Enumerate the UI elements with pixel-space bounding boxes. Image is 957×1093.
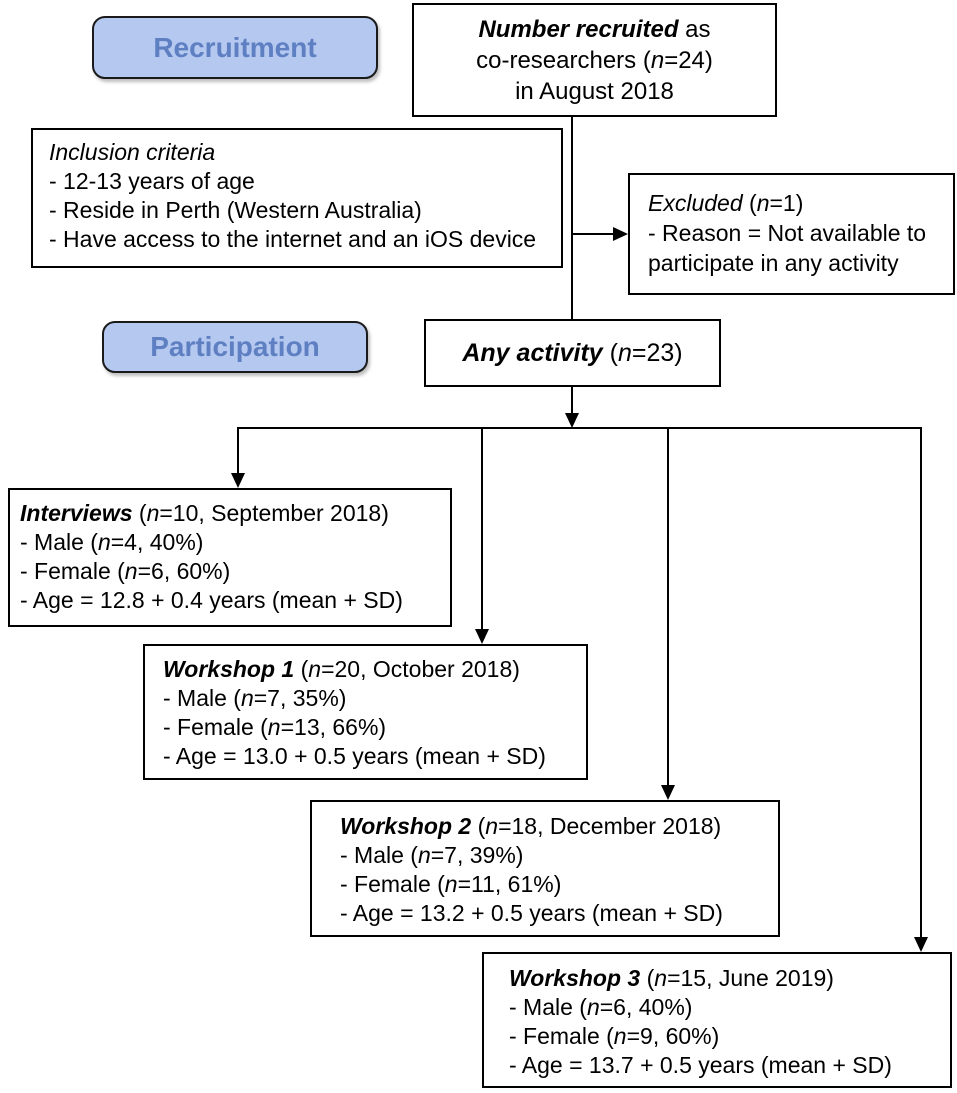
workshop-1-age: - Age = 13.0 + 0.5 years (mean + SD)	[163, 743, 546, 769]
number-recruited-line-1: Number recruited as	[478, 15, 711, 43]
inclusion-criteria-item-2: - Reside in Perth (Western Australia)	[49, 197, 422, 223]
number-recruited-line-3: in August 2018	[515, 77, 674, 105]
phase-pill-recruitment-label: Recruitment	[153, 31, 317, 63]
box-workshop-3: Workshop 3 (n=15, June 2019) - Male (n=6…	[482, 952, 952, 1088]
workshop-2-age: - Age = 13.2 + 0.5 years (mean + SD)	[340, 900, 723, 926]
box-inclusion-criteria: Inclusion criteria - 12-13 years of age …	[31, 128, 563, 268]
workshop-3-male: - Male (n=6, 40%)	[509, 994, 693, 1020]
branch-interviews	[237, 427, 239, 475]
workshop-3-title: Workshop 3 (n=15, June 2019)	[509, 965, 834, 991]
arrowhead-interviews-icon	[231, 473, 245, 488]
inclusion-criteria-item-1: - 12-13 years of age	[49, 168, 255, 194]
branch-workshop-3	[920, 427, 922, 939]
distribution-line	[237, 427, 922, 429]
workshop-3-female: - Female (n=9, 60%)	[509, 1023, 720, 1049]
arrowhead-workshop-3-icon	[914, 937, 928, 952]
workshop-3-age: - Age = 13.7 + 0.5 years (mean + SD)	[509, 1052, 892, 1078]
excluded-reason-line-2: participate in any activity	[648, 250, 899, 276]
excluded-title: Excluded (n=1)	[648, 190, 804, 216]
inclusion-criteria-item-3: - Have access to the internet and an iOS…	[49, 226, 537, 252]
box-number-recruited: Number recruited as co-researchers (n=24…	[412, 3, 777, 117]
phase-pill-participation-label: Participation	[150, 331, 320, 362]
any-activity-title: Any activity (n=23)	[462, 338, 683, 367]
phase-pill-participation: Participation	[102, 321, 368, 373]
inclusion-criteria-title: Inclusion criteria	[49, 139, 216, 165]
phase-pill-recruitment: Recruitment	[92, 16, 378, 79]
arrowhead-distribution-icon	[565, 413, 579, 428]
workshop-2-title: Workshop 2 (n=18, December 2018)	[340, 813, 722, 839]
arrowhead-workshop-1-icon	[475, 629, 489, 644]
interviews-male: - Male (n=4, 40%)	[20, 529, 204, 555]
excluded-reason-line-1: - Reason = Not available to	[648, 220, 927, 246]
box-interviews: Interviews (n=10, September 2018) - Male…	[8, 488, 452, 627]
branch-workshop-2	[667, 427, 669, 787]
interviews-age: - Age = 12.8 + 0.4 years (mean + SD)	[20, 587, 403, 613]
arrowhead-workshop-2-icon	[661, 785, 675, 800]
box-excluded: Excluded (n=1) - Reason = Not available …	[628, 173, 955, 295]
connector-any-activity-down	[571, 387, 573, 415]
workshop-1-male: - Male (n=7, 35%)	[163, 685, 347, 711]
branch-workshop-1	[481, 427, 483, 631]
interviews-title: Interviews (n=10, September 2018)	[20, 500, 389, 526]
workshop-1-title: Workshop 1 (n=20, October 2018)	[163, 656, 520, 682]
box-any-activity: Any activity (n=23)	[424, 319, 721, 387]
arrowhead-excluded-icon	[613, 227, 628, 241]
workshop-2-female: - Female (n=11, 61%)	[340, 871, 562, 897]
connector-recruited-to-any-activity	[571, 117, 573, 319]
number-recruited-line-2: co-researchers (n=24)	[476, 46, 713, 74]
connector-to-excluded	[572, 233, 616, 235]
box-workshop-2: Workshop 2 (n=18, December 2018) - Male …	[310, 800, 780, 937]
box-workshop-1: Workshop 1 (n=20, October 2018) - Male (…	[143, 644, 588, 780]
workshop-2-male: - Male (n=7, 39%)	[340, 842, 524, 868]
workshop-1-female: - Female (n=13, 66%)	[163, 714, 387, 740]
interviews-female: - Female (n=6, 60%)	[20, 558, 231, 584]
